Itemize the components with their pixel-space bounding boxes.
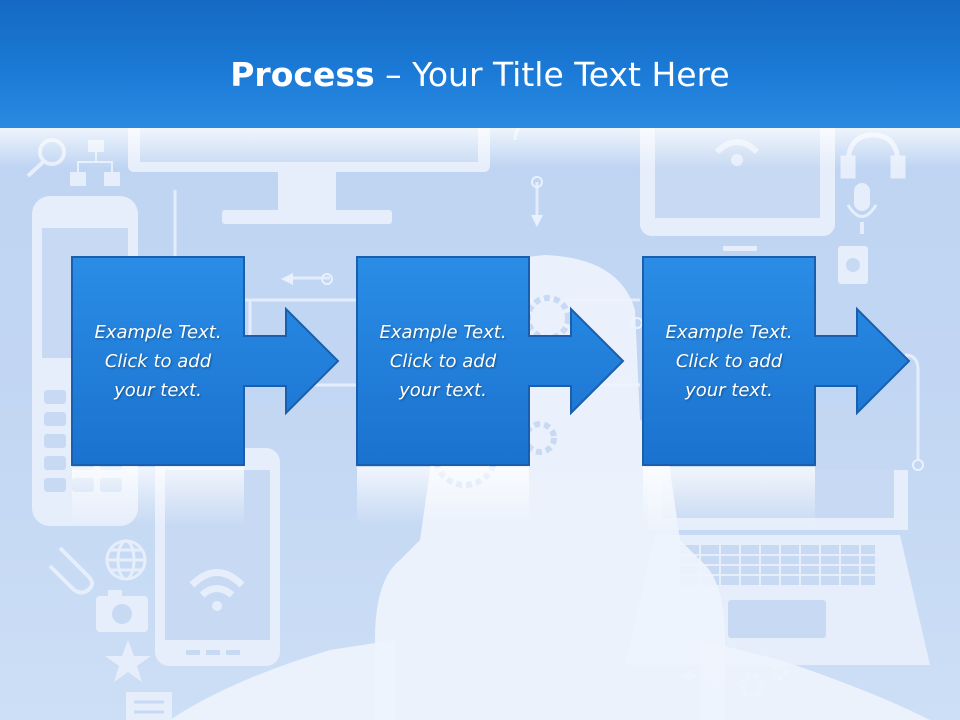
camera-icon	[96, 590, 148, 632]
microphone-icon	[846, 183, 878, 234]
step-2-reflection	[357, 467, 529, 525]
person-silhouette	[170, 255, 930, 720]
step-2-text[interactable]: Example Text. Click to add your text.	[379, 321, 507, 401]
step-2-arrow-shape[interactable]	[356, 256, 625, 466]
paperclip-icon	[48, 546, 94, 595]
step-3-box[interactable]: Example Text. Click to add your text.	[643, 257, 815, 465]
step-2-box[interactable]: Example Text. Click to add your text.	[357, 257, 529, 465]
step-3-reflection	[643, 467, 815, 525]
step-1-arrow-shape[interactable]	[71, 256, 340, 466]
star-icon	[105, 640, 151, 682]
step-3-arrow-shape[interactable]	[642, 256, 911, 466]
step-3-text[interactable]: Example Text. Click to add your text.	[665, 321, 793, 401]
header-band	[0, 0, 960, 128]
speaker-icon	[838, 246, 868, 284]
step-1-text[interactable]: Example Text. Click to add your text.	[94, 321, 222, 401]
document-icon	[126, 692, 172, 720]
header-fade	[0, 128, 960, 168]
globe-icon	[105, 539, 147, 581]
slide-title[interactable]: Process – Your Title Text Here	[0, 50, 960, 100]
step-1-reflection	[72, 467, 244, 525]
step-1-box[interactable]: Example Text. Click to add your text.	[72, 257, 244, 465]
title-bold: Process	[230, 55, 375, 94]
title-rest: – Your Title Text Here	[374, 55, 730, 94]
